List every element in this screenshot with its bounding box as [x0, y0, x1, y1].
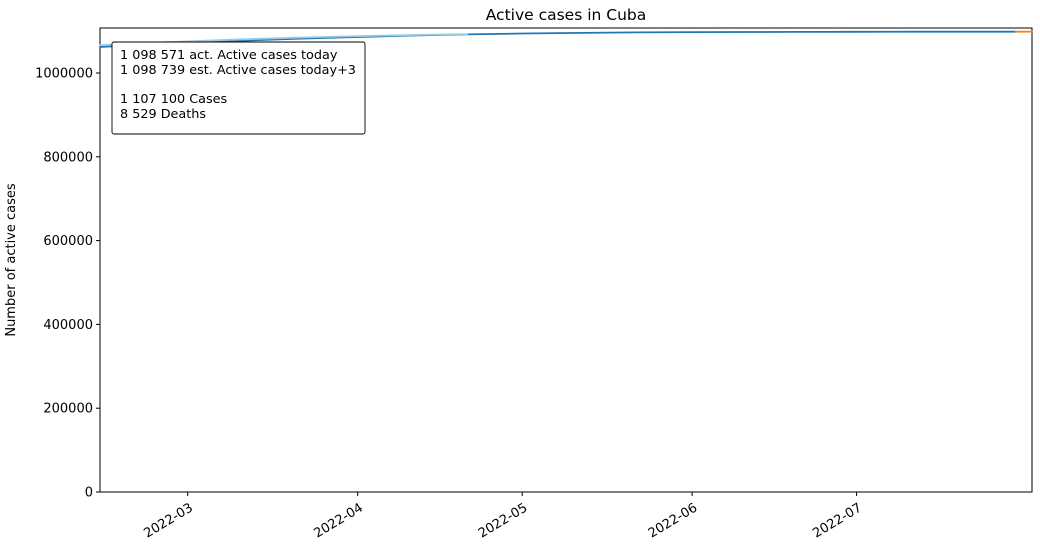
y-tick-marks: [96, 72, 100, 493]
annotation-box: 1 098 571 act. Active cases today 1 098 …: [111, 41, 366, 135]
y-tick-label-0: 0: [85, 486, 93, 501]
y-tick-label-400000: 400000: [43, 318, 93, 333]
x-tick-label-2022-05: 2022-05: [476, 501, 530, 542]
annotation-line-active-today: 1 098 571 act. Active cases today: [120, 48, 338, 63]
y-tick-label-800000: 800000: [43, 150, 93, 165]
y-tick-label-200000: 200000: [43, 402, 93, 417]
y-tick-label-600000: 600000: [43, 234, 93, 249]
y-tick-labels: 0 200000 400000 600000 800000 1000000: [35, 67, 93, 501]
annotation-box-frame: [111, 41, 366, 135]
annotation-line-active-today-plus3: 1 098 739 est. Active cases today+3: [120, 63, 356, 78]
x-tick-label-2022-07: 2022-07: [810, 501, 864, 542]
x-tick-labels: 2022-03 2022-04 2022-05 2022-06 2022-07: [141, 501, 864, 542]
y-tick-label-1000000: 1000000: [35, 67, 93, 82]
x-tick-label-2022-03: 2022-03: [141, 501, 195, 542]
chart-title: Active cases in Cuba: [486, 6, 647, 24]
x-tick-marks: [187, 492, 858, 496]
annotation-line-deaths: 8 529 Deaths: [120, 107, 206, 122]
annotation-line-cases: 1 107 100 Cases: [120, 92, 228, 107]
plot-frame: [99, 27, 1033, 493]
x-tick-label-2022-06: 2022-06: [646, 501, 700, 542]
y-axis-label: Number of active cases: [4, 183, 19, 337]
series-active-cases-line: [99, 30, 1017, 48]
x-tick-label-2022-04: 2022-04: [311, 501, 365, 542]
